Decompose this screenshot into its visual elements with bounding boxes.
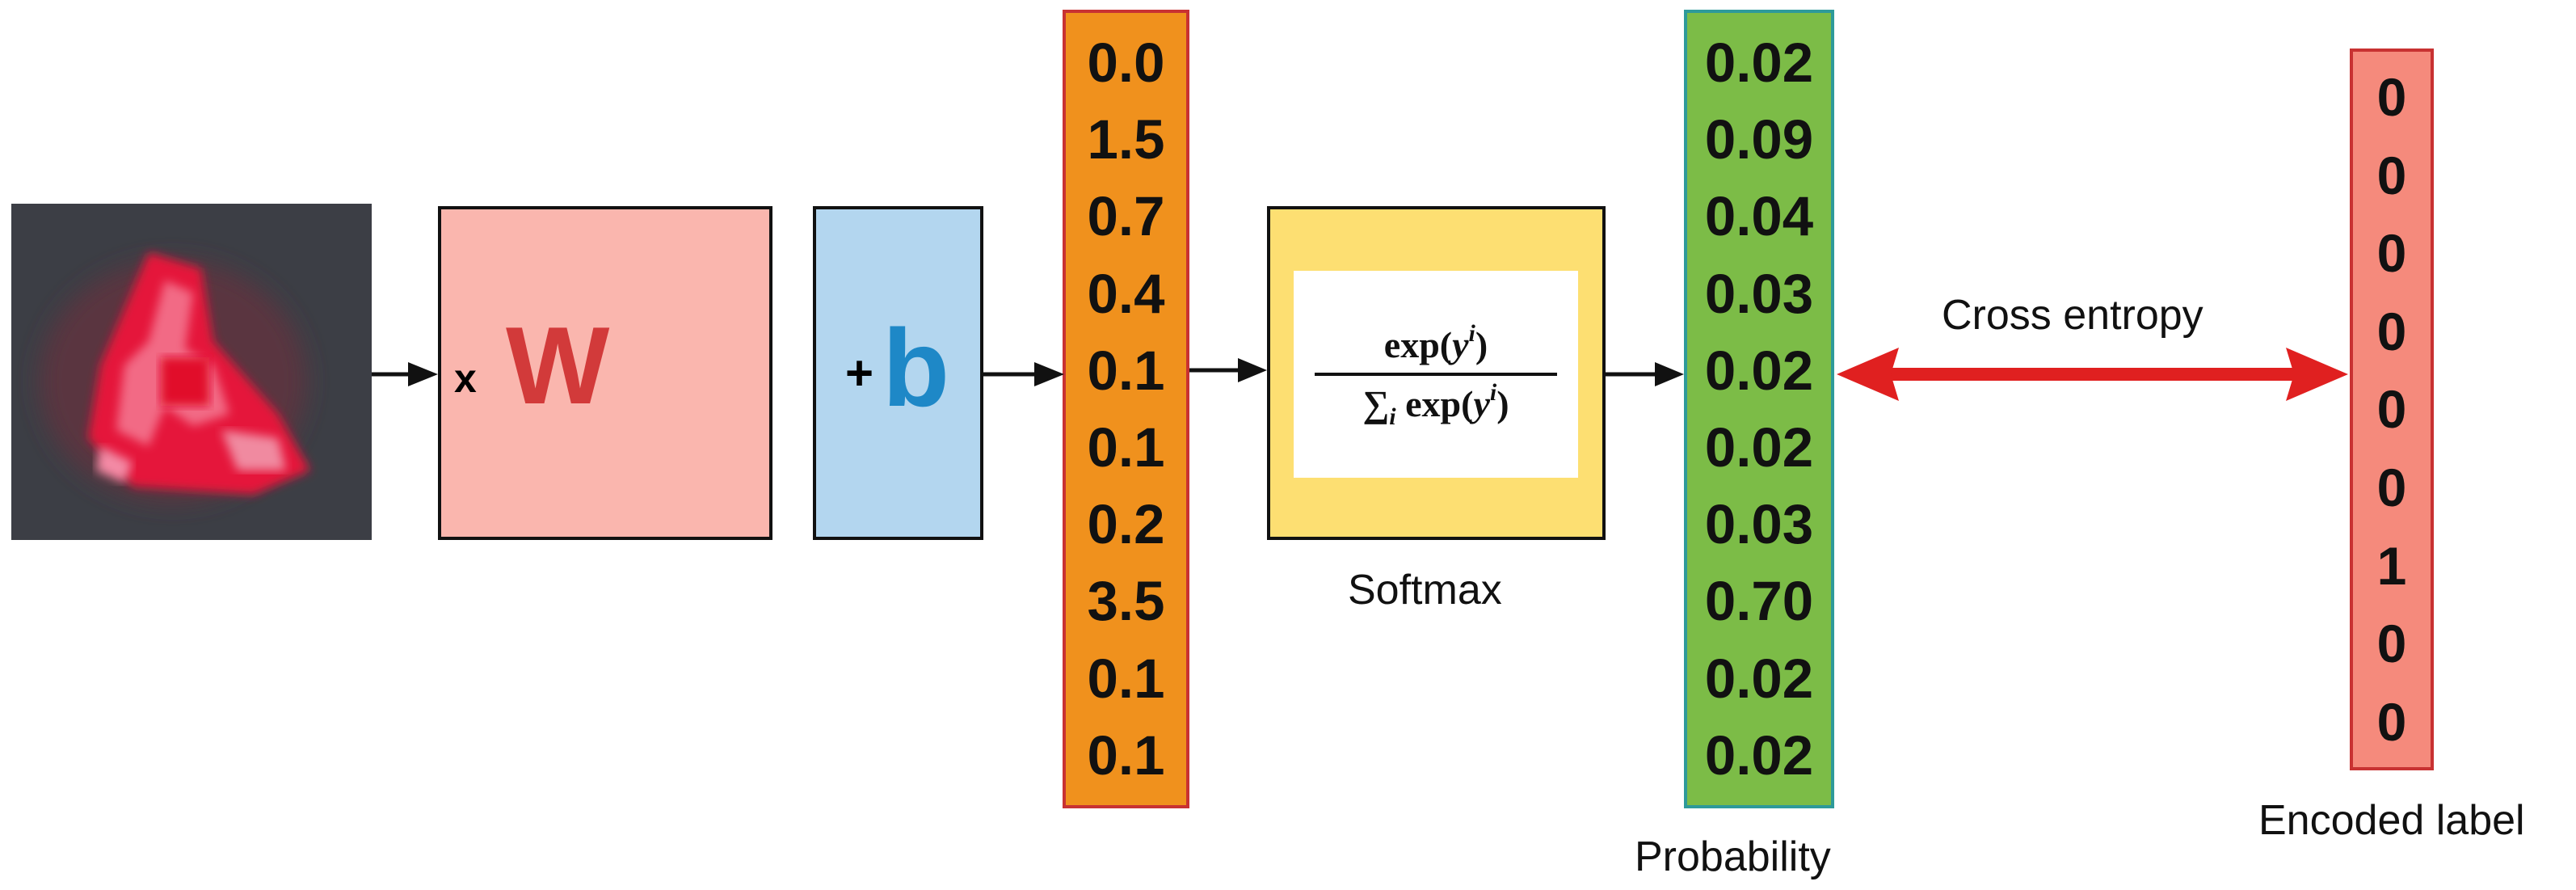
multiply-operator: x (454, 356, 477, 401)
arrow-logits-to-softmax (1189, 358, 1267, 382)
probability-value: 0.02 (1704, 339, 1814, 402)
softmax-caption: Softmax (1348, 567, 1502, 614)
encoded-label-column: 0 0 0 0 0 0 1 0 0 (2350, 49, 2434, 770)
input-image (11, 204, 372, 540)
logit-value: 0.1 (1087, 647, 1165, 710)
logit-value: 3.5 (1087, 570, 1165, 633)
logit-value: 0.1 (1087, 416, 1165, 479)
fraction-bar (1315, 373, 1557, 376)
arrow-image-to-w (372, 362, 438, 386)
arrow-softmax-to-probability (1606, 362, 1684, 386)
probability-value: 0.04 (1704, 185, 1814, 248)
weight-symbol: W (506, 304, 610, 427)
label-value: 0 (2376, 67, 2407, 128)
softmax-box: exp(yi) ∑i exp(yi) (1267, 206, 1606, 540)
probability-value: 0.02 (1704, 416, 1814, 479)
add-operator: + (845, 346, 874, 400)
label-value: 0 (2376, 691, 2407, 752)
label-value: 0 (2376, 223, 2407, 284)
probability-column: 0.02 0.09 0.04 0.03 0.02 0.02 0.03 0.70 … (1684, 10, 1834, 808)
logit-value: 0.0 (1087, 32, 1165, 95)
probability-value: 0.02 (1704, 647, 1814, 710)
formula-denominator: ∑i exp(yi) (1362, 379, 1509, 430)
label-value: 0 (2376, 614, 2407, 674)
encoded-label-caption: Encoded label (2258, 797, 2525, 844)
cross-entropy-arrow (1837, 348, 2348, 401)
probability-value: 0.02 (1704, 723, 1814, 787)
label-value: 0 (2376, 379, 2407, 440)
label-value: 1 (2376, 535, 2407, 596)
logit-value: 0.2 (1087, 493, 1165, 556)
logit-value: 1.5 (1087, 108, 1165, 171)
label-value: 0 (2376, 145, 2407, 205)
probability-value: 0.70 (1704, 570, 1814, 633)
logits-column: 0.0 1.5 0.7 0.4 0.1 0.1 0.2 3.5 0.1 0.1 (1063, 10, 1189, 808)
weight-matrix-box: x W (438, 206, 772, 540)
probability-value: 0.03 (1704, 262, 1814, 325)
cross-entropy-caption: Cross entropy (1942, 292, 2203, 339)
bias-box: + b (813, 206, 983, 540)
probability-value: 0.09 (1704, 108, 1814, 171)
arrow-b-to-logits (983, 362, 1064, 386)
softmax-formula: exp(yi) ∑i exp(yi) (1294, 271, 1578, 478)
logit-value: 0.7 (1087, 185, 1165, 248)
logit-value: 0.1 (1087, 339, 1165, 402)
probability-value: 0.03 (1704, 493, 1814, 556)
label-value: 0 (2376, 301, 2407, 361)
formula-numerator: exp(yi) (1383, 320, 1488, 365)
logit-value: 0.1 (1087, 723, 1165, 787)
logit-value: 0.4 (1087, 262, 1165, 325)
label-value: 0 (2376, 458, 2407, 517)
bias-symbol: b (882, 306, 950, 429)
probability-value: 0.02 (1704, 32, 1814, 95)
road-sign-image (11, 204, 372, 540)
probability-caption: Probability (1635, 833, 1831, 880)
